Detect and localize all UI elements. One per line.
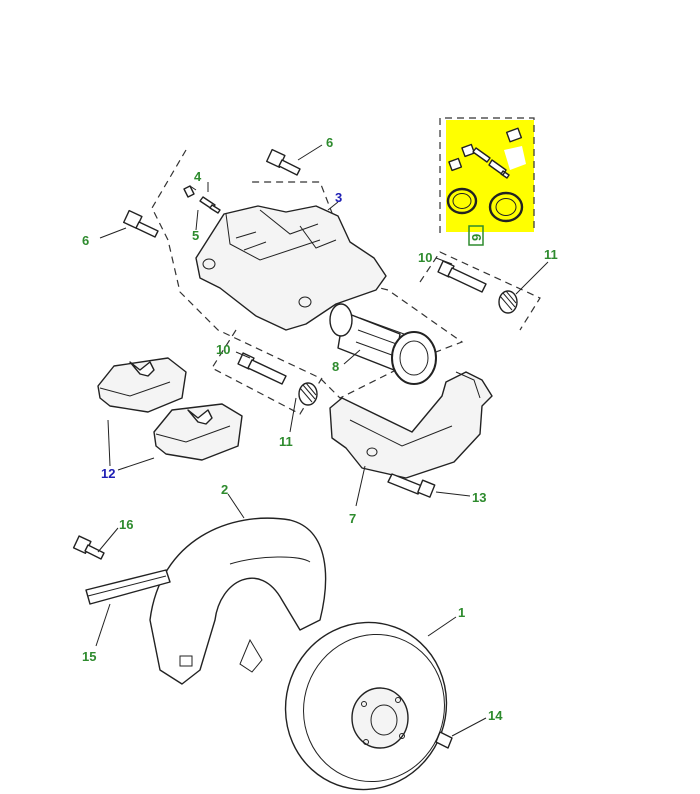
callout-4: 4 — [194, 169, 202, 184]
callout-14: 14 — [488, 708, 503, 723]
callout-15: 15 — [82, 649, 96, 664]
guide-pin-lower[interactable] — [237, 352, 287, 385]
callout-5: 5 — [192, 228, 199, 243]
callout-12: 12 — [101, 466, 115, 481]
kit-small-cap-icon — [448, 157, 463, 172]
brake-disc-part[interactable] — [262, 600, 470, 794]
shield-bolt-part[interactable] — [72, 535, 105, 560]
pad-clip-lower-icon — [187, 409, 213, 425]
callout-1: 1 — [458, 605, 465, 620]
disc-screw-part[interactable] — [435, 731, 453, 749]
guide-boot-upper[interactable] — [498, 290, 518, 314]
carrier-hole-icon — [366, 447, 378, 457]
guide-pin-upper-frame — [419, 251, 541, 331]
callout-16: 16 — [119, 517, 133, 532]
callout-11-upper: 11 — [544, 247, 558, 262]
callout-8: 8 — [332, 359, 339, 374]
kit-piston-seal-icon — [446, 187, 478, 215]
guide-pin-upper[interactable] — [437, 260, 487, 293]
callout-9-box — [468, 225, 484, 246]
dust-shield-part[interactable] — [149, 517, 327, 685]
brake-pad-upper[interactable] — [97, 357, 187, 413]
caliper-body-part[interactable] — [195, 205, 387, 331]
callout-11-lower: 11 — [279, 434, 293, 449]
kit-white-card-icon — [504, 146, 526, 170]
kit-bleed-cap-icon — [505, 127, 523, 143]
kit-dust-boot-icon — [488, 191, 524, 223]
kit-bleed-screw-icon — [472, 147, 491, 163]
bleed-cap-part[interactable] — [183, 185, 197, 198]
carrier-bolt-part[interactable] — [387, 473, 436, 498]
kit-dust-cap-icon — [461, 143, 476, 158]
callout-7: 7 — [349, 511, 356, 526]
callout-10-lower: 10 — [216, 342, 230, 357]
callout-6-left: 6 — [82, 233, 89, 248]
callout-3: 3 — [335, 190, 342, 205]
pad-clip-upper-icon — [129, 361, 155, 377]
callout-2: 2 — [221, 482, 228, 497]
repair-kit-group[interactable] — [439, 117, 535, 233]
brake-pad-lower[interactable] — [153, 403, 243, 461]
caliper-carrier-part[interactable] — [329, 371, 493, 479]
callout-9: 9 — [469, 234, 484, 241]
leader-lines — [95, 144, 549, 737]
callout-10-upper: 10 — [418, 250, 432, 265]
caliper-mount-hole-2-icon — [298, 296, 312, 308]
repair-kit-dashed-frame — [439, 117, 535, 233]
callout-6-upper: 6 — [326, 135, 333, 150]
caliper-bolt-left[interactable] — [122, 209, 159, 238]
caliper-bolt-upper[interactable] — [265, 148, 301, 176]
piston-part[interactable] — [329, 303, 437, 385]
kit-piston-seal-inner-icon — [452, 193, 472, 209]
kit-bleed-nipple-icon — [488, 159, 510, 179]
caliper-mount-hole-icon — [202, 258, 216, 270]
guide-boot-lower[interactable] — [298, 382, 318, 406]
bleed-screw-part[interactable] — [199, 196, 221, 214]
callout-13: 13 — [472, 490, 486, 505]
kit-dust-boot-inner-icon — [495, 198, 517, 216]
shield-bracket-part[interactable] — [85, 569, 171, 605]
